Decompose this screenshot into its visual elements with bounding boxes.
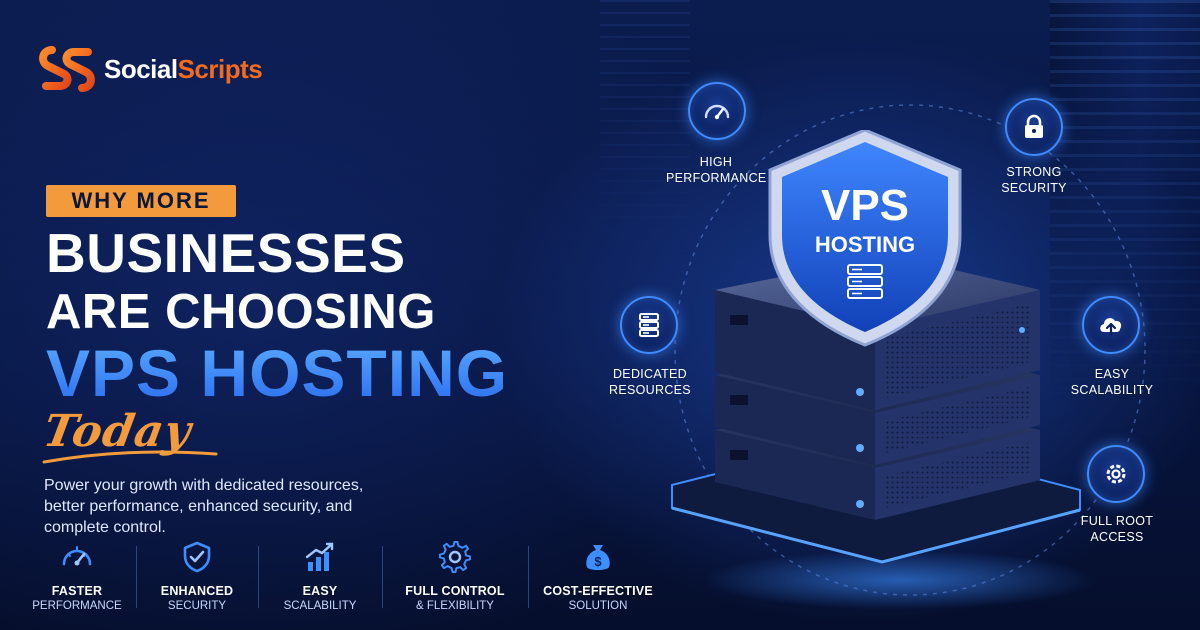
orbit-label-line1: STRONG [1006,165,1062,179]
script-underline-swoosh [42,450,218,464]
brand-name-part2: Scripts [177,53,263,84]
feature-full-control: FULL CONTROL & FLEXIBILITY [382,538,528,618]
speedometer-icon [704,104,730,120]
feature-subtitle: PERFORMANCE [32,600,122,612]
orbit-label-high-performance: HIGH PERFORMANCE [666,154,766,186]
gear-icon [438,540,471,573]
headline-kicker: WHY MORE [46,185,236,217]
orbit-label-line2: SECURITY [1001,181,1067,195]
vps-shield: VPS HOSTING [768,130,962,347]
headline-line-1: BUSINESSES [46,222,406,284]
feature-title: EASY [302,584,338,598]
orbit-label-line2: ACCESS [1090,530,1144,544]
orbit-node-easy-scalability [1082,296,1140,354]
speedometer-icon [62,546,92,566]
feature-faster-performance: FASTER PERFORMANCE [18,538,136,618]
feature-orbit: HIGH PERFORMANCE STRONG SECURITY [609,60,1170,620]
feature-title: FASTER [51,584,103,598]
feature-cost-effective: $ COST-EFFECTIVE SOLUTION [528,538,668,618]
shield-title: VPS [821,181,909,230]
server-icon [847,264,883,299]
orbit-ring [674,104,1146,596]
orbit-node-high-performance [688,82,746,140]
orbit-label-easy-scalability: EASY SCALABILITY [1062,366,1162,398]
lead-paragraph: Power your growth with dedicated resourc… [44,477,364,536]
server-rack-background-faint [600,0,690,260]
orbit-label-line2: SCALABILITY [1070,383,1154,397]
headline-line-2: ARE CHOOSING [46,285,436,339]
server-icon [639,313,659,337]
orbit-node-strong-security [1005,98,1063,156]
gear-icon [1106,464,1126,484]
platform-glow [700,550,1100,610]
orbit-node-full-root-access [1087,445,1145,503]
brand-logo[interactable]: SocialScripts [38,44,263,94]
vps-server-stack: VPS HOSTING [660,130,1100,610]
money-bag-icon: $ [586,545,610,570]
orbit-label-line2: PERFORMANCE [666,171,767,185]
orbit-label-full-root-access: FULL ROOT ACCESS [1067,513,1167,545]
feature-title: ENHANCED [160,584,234,598]
shield-subtitle: HOSTING [815,232,915,257]
orbit-label-line1: HIGH [699,155,733,169]
growth-chart-icon [305,542,334,571]
orbit-label-line1: FULL ROOT [1080,514,1154,528]
orbit-label-dedicated-resources: DEDICATED RESOURCES [600,366,700,398]
shield-check-icon [183,541,211,573]
feature-subtitle: SOLUTION [568,600,628,612]
cloud-upload-icon [1100,318,1122,337]
brand-name-part1: Social [104,53,178,84]
feature-subtitle: & FLEXIBILITY [416,600,494,612]
headline-line-3: VPS HOSTING [46,336,509,410]
lock-icon [1025,114,1043,138]
brand-name: SocialScripts [104,53,263,85]
server-stack-illustration: VPS HOSTING [671,130,1081,564]
orbit-label-line2: RESOURCES [609,383,691,397]
feature-subtitle: SCALABILITY [283,600,357,612]
feature-strip: FASTER PERFORMANCE ENHANCED SECURITY EAS… [18,538,668,618]
svg-text:$: $ [594,554,602,569]
socialscripts-logo-icon [39,46,95,92]
orbit-label-strong-security: STRONG SECURITY [984,164,1084,196]
orbit-label-line1: DEDICATED [612,367,687,381]
feature-easy-scalability: EASY SCALABILITY [258,538,382,618]
feature-title: FULL CONTROL [405,584,505,598]
feature-title: COST-EFFECTIVE [543,584,653,598]
orbit-node-dedicated-resources [620,296,678,354]
orbit-label-line1: EASY [1094,367,1130,381]
feature-enhanced-security: ENHANCED SECURITY [136,538,258,618]
feature-subtitle: SECURITY [167,600,227,612]
